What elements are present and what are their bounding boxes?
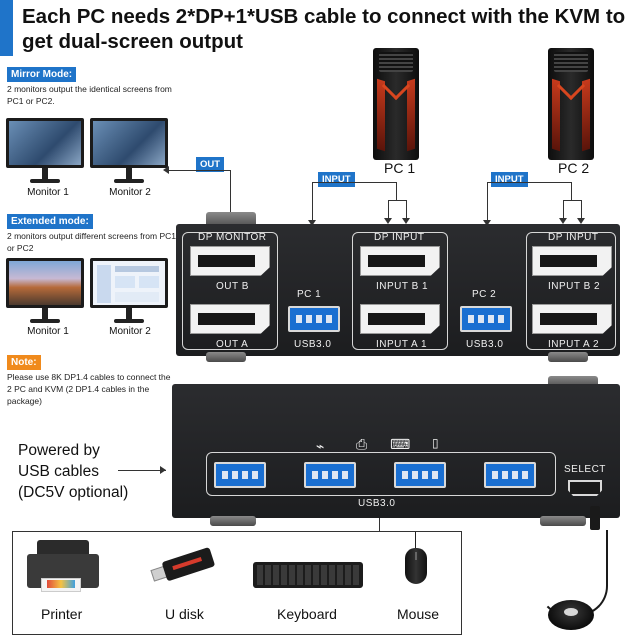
input-a2-label: INPUT A 2 [548, 339, 600, 350]
dp-port-input-b2[interactable] [532, 246, 612, 276]
input-b1-label: INPUT B 1 [376, 281, 429, 292]
dp-monitor-label: DP MONITOR [198, 232, 267, 243]
arrow-left-icon [163, 166, 169, 174]
input-a1-label: INPUT A 1 [376, 339, 428, 350]
keyboard-icon: ⌨ [390, 436, 411, 452]
usb-port-front-1[interactable] [214, 462, 266, 488]
monitor-2-extended [90, 258, 168, 328]
kvm-front-panel: ⌁ ⎙ ⌨ ▯ USB3.0 SELECT [172, 384, 620, 518]
keyboard-device-icon [253, 562, 363, 588]
remote-plug [590, 506, 600, 530]
pc-2-label: PC 2 [558, 160, 590, 176]
mouse-device-icon [405, 548, 427, 584]
monitor-screen [90, 118, 168, 168]
note-desc: Please use 8K DP1.4 cables to connect th… [7, 372, 171, 406]
power-text: Powered by USB cables (DC5V optional) [18, 442, 129, 501]
usb-drive-icon [149, 545, 218, 590]
out-b-label: OUT B [216, 281, 249, 292]
printer-icon: ⎙ [356, 436, 368, 452]
dp-port-input-b1[interactable] [360, 246, 440, 276]
out-pill: OUT [196, 157, 225, 172]
arrow-down-icon [308, 220, 316, 226]
usb-port-front-3[interactable] [394, 462, 446, 488]
monitor-screen [90, 258, 168, 308]
printer-icon [27, 540, 99, 594]
extended-mode-desc: 2 monitors output different screens from… [7, 231, 176, 253]
monitor-1-label: Monitor 1 [27, 187, 69, 198]
monitor-screen [6, 258, 84, 308]
arrow-down-icon [384, 218, 392, 224]
page-title: Each PC needs 2*DP+1*USB cable to connec… [22, 5, 626, 53]
mirror-mode-desc: 2 monitors output the identical screens … [7, 84, 172, 106]
kvm-back-panel: DP MONITOR OUT B OUT A PC 1 USB3.0 DP IN… [176, 224, 620, 356]
keyboard-label: Keyboard [277, 606, 337, 622]
arrow-right-icon [160, 466, 166, 474]
usb-cable-icon: ⌁ [316, 438, 325, 454]
arrow-down-icon [402, 218, 410, 224]
title-accent-bar [0, 0, 13, 56]
mirror-mode-tag: Mirror Mode: [7, 67, 77, 82]
connector-line [118, 470, 166, 472]
remote-switch-button[interactable] [548, 600, 594, 630]
mouse-label: Mouse [397, 606, 440, 622]
usb-port-front-2[interactable] [304, 462, 356, 488]
usb-2-label: USB3.0 [466, 339, 504, 350]
usb-port-pc1[interactable] [288, 306, 340, 332]
dp-input-1-label: DP INPUT [374, 232, 425, 243]
dp-port-out-b[interactable] [190, 246, 270, 276]
usb-port-pc2[interactable] [460, 306, 512, 332]
select-port[interactable] [568, 480, 602, 496]
usb-1-label: USB3.0 [294, 339, 332, 350]
usb-port-front-4[interactable] [484, 462, 536, 488]
monitor-2-label: Monitor 2 [109, 326, 151, 337]
arrow-down-icon [577, 218, 585, 224]
dp-port-input-a2[interactable] [532, 304, 612, 334]
pc-2-port-label: PC 2 [472, 289, 497, 300]
dp-input-2-label: DP INPUT [548, 232, 599, 243]
connector-line [168, 170, 230, 172]
monitor-1-mirror [6, 118, 84, 188]
monitor-2-label: Monitor 2 [109, 187, 151, 198]
peripherals-box: Printer U disk Keyboard Mouse [12, 531, 462, 635]
monitor-2-mirror [90, 118, 168, 188]
arrow-down-icon [559, 218, 567, 224]
input-pill-pc1: INPUT [318, 172, 355, 187]
pc-2-tower-icon [548, 48, 594, 160]
input-pill-pc2: INPUT [491, 172, 528, 187]
select-label: SELECT [564, 464, 606, 475]
pc-1-label: PC 1 [384, 160, 416, 176]
dp-port-out-a[interactable] [190, 304, 270, 334]
note-tag: Note: [7, 355, 41, 370]
udisk-label: U disk [165, 606, 204, 622]
connector-line [230, 170, 232, 216]
mouse-icon: ▯ [432, 436, 440, 450]
monitor-screen [6, 118, 84, 168]
input-b2-label: INPUT B 2 [548, 281, 601, 292]
pc-1-tower-icon [373, 48, 419, 160]
monitor-1-label: Monitor 1 [27, 326, 69, 337]
pc-1-port-label: PC 1 [297, 289, 322, 300]
usb-front-label: USB3.0 [358, 498, 396, 509]
title-bar: Each PC needs 2*DP+1*USB cable to connec… [0, 0, 640, 56]
arrow-down-icon [483, 220, 491, 226]
monitor-1-extended [6, 258, 84, 328]
extended-mode-tag: Extended mode: [7, 214, 93, 229]
out-a-label: OUT A [216, 339, 249, 350]
dp-port-input-a1[interactable] [360, 304, 440, 334]
printer-label: Printer [41, 606, 83, 622]
